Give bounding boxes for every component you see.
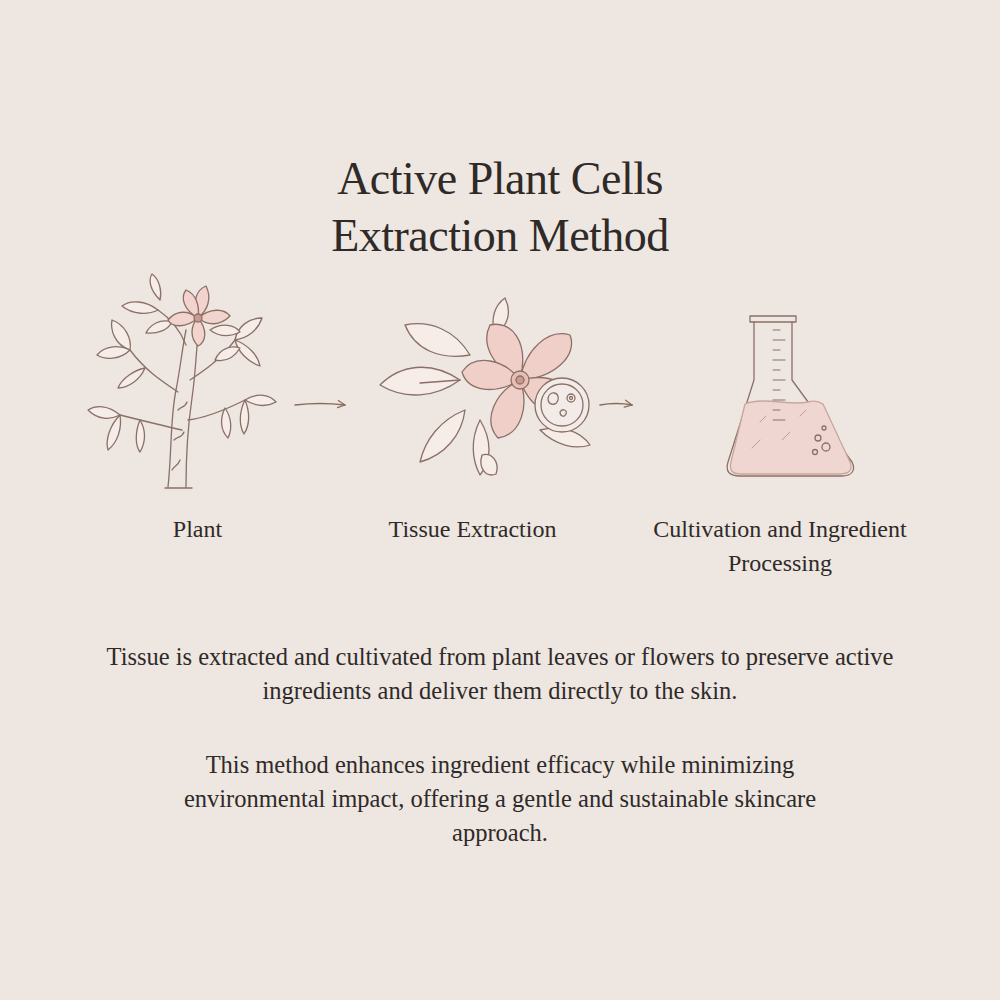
step-node: Plant — [100, 300, 295, 570]
description-text: Tissue is extracted and cultivated from … — [70, 640, 930, 708]
flask-illustration — [727, 316, 853, 476]
step-label: Cultivation and Ingredient Processing — [632, 512, 928, 580]
flow-arrow — [295, 404, 345, 406]
step-node: Cultivation and Ingredient Processing — [632, 300, 928, 600]
tissue-illustration — [380, 298, 590, 475]
description-text: This method enhances ingredient efficacy… — [150, 748, 850, 850]
diagram-title: Active Plant Cells Extraction Method — [250, 150, 750, 264]
step-label: Tissue Extraction — [345, 512, 600, 546]
flow-arrow — [600, 404, 632, 406]
step-label: Plant — [100, 512, 295, 546]
plant-illustration — [88, 274, 276, 488]
step-node: Tissue Extraction — [345, 300, 600, 570]
